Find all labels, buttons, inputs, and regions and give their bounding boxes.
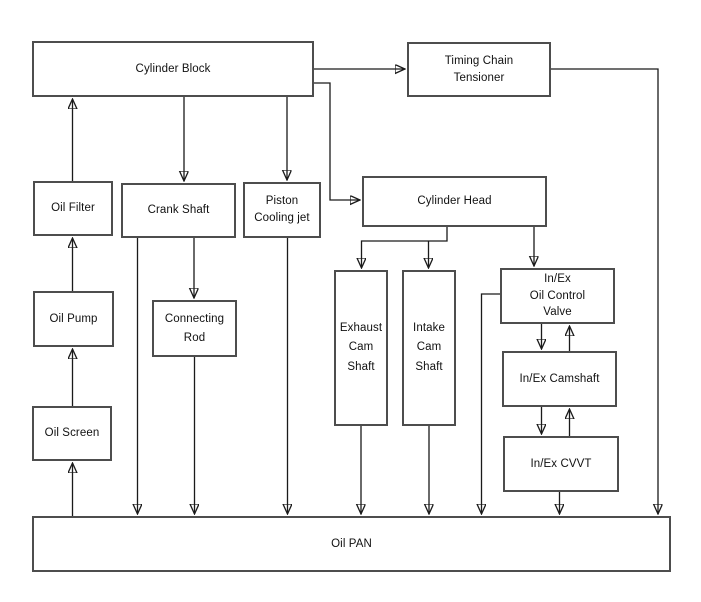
node-cylinder-head-label: Cylinder Head [417, 195, 492, 208]
node-cylinder-block: Cylinder Block [32, 41, 314, 97]
node-inex-cvvt-label: In/Ex CVVT [530, 457, 592, 470]
node-cylinder-block-label: Cylinder Block [135, 62, 211, 75]
node-oil-pan: Oil PAN [32, 516, 671, 572]
node-piston-cooling-jet: Piston Cooling jet [243, 182, 321, 238]
node-exhaust-cam-shaft-label: Exhaust Cam Shaft [339, 321, 383, 373]
node-inex-oil-control-valve-label: In/Ex Oil Control Valve [529, 272, 586, 319]
node-cylinder-head: Cylinder Head [362, 176, 547, 227]
node-inex-camshaft-label: In/Ex Camshaft [519, 372, 600, 385]
node-oil-pan-label: Oil PAN [331, 537, 372, 550]
node-connecting-rod: Connecting Rod [152, 300, 237, 357]
node-timing-chain-tensioner: Timing Chain Tensioner [407, 42, 551, 97]
node-connecting-rod-label: Connecting Rod [164, 313, 225, 344]
node-oil-screen: Oil Screen [32, 406, 112, 461]
node-intake-cam-shaft: Intake Cam Shaft [402, 270, 456, 426]
node-timing-chain-tensioner-label: Timing Chain Tensioner [444, 54, 514, 84]
node-crank-shaft: Crank Shaft [121, 183, 236, 238]
node-intake-cam-shaft-label: Intake Cam Shaft [413, 321, 445, 373]
node-inex-oil-control-valve: In/Ex Oil Control Valve [500, 268, 615, 324]
node-inex-cvvt: In/Ex CVVT [503, 436, 619, 492]
node-exhaust-cam-shaft: Exhaust Cam Shaft [334, 270, 388, 426]
node-inex-camshaft: In/Ex Camshaft [502, 351, 617, 407]
edge-valve-to-oil-pan [482, 293, 500, 514]
node-oil-filter: Oil Filter [33, 181, 113, 236]
edge-tensioner-to-oil-pan [551, 68, 658, 514]
edge-cylinder-block-to-cylinder-head [314, 82, 360, 200]
node-piston-cooling-jet-label: Piston Cooling jet [254, 195, 310, 224]
node-oil-screen-label: Oil Screen [44, 427, 100, 440]
edge-cylinder-head-to-exhaust-cam-shaft [362, 227, 448, 268]
node-crank-shaft-label: Crank Shaft [147, 204, 210, 217]
node-oil-pump: Oil Pump [33, 291, 114, 347]
node-oil-pump-label: Oil Pump [49, 312, 98, 325]
node-oil-filter-label: Oil Filter [51, 202, 95, 215]
